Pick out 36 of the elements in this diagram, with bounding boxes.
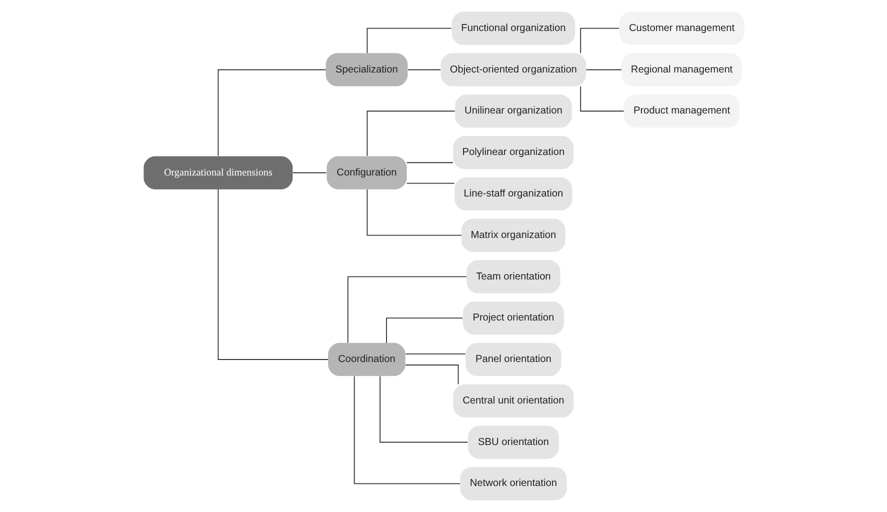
connector bbox=[292, 172, 326, 174]
connector bbox=[580, 28, 620, 54]
node-box: Network orientation bbox=[460, 467, 566, 500]
connector bbox=[379, 376, 468, 443]
node-box: Customer management bbox=[618, 12, 744, 45]
node-box: Line-staff organization bbox=[454, 177, 572, 210]
node-box: Organizational dimensions bbox=[143, 156, 292, 190]
node-box: SBU orientation bbox=[467, 426, 558, 459]
node-box: Polylinear organization bbox=[452, 136, 574, 170]
connector bbox=[353, 376, 460, 484]
node-box: Matrix organization bbox=[460, 218, 565, 252]
node-box: Panel orientation bbox=[465, 342, 561, 376]
connector bbox=[406, 162, 453, 164]
node-box: Project orientation bbox=[462, 302, 564, 335]
connector bbox=[217, 69, 326, 156]
connector bbox=[217, 188, 328, 360]
node-box: Functional organization bbox=[451, 12, 575, 45]
connector bbox=[406, 182, 454, 184]
node-box: Regional management bbox=[621, 53, 742, 86]
node-box: Team orientation bbox=[466, 260, 560, 294]
node-box: Central unit orientation bbox=[452, 384, 574, 418]
connector bbox=[366, 28, 452, 54]
connector bbox=[580, 86, 624, 112]
connector bbox=[346, 276, 466, 344]
connector bbox=[407, 69, 440, 70]
node-box: Specialization bbox=[325, 53, 408, 86]
connector bbox=[404, 364, 458, 385]
node-box: Coordination bbox=[328, 342, 405, 376]
node-box: Object-oriented organization bbox=[440, 53, 586, 86]
node-box: Configuration bbox=[326, 156, 406, 190]
connector bbox=[386, 318, 463, 344]
node-box: Unilinear organization bbox=[454, 94, 572, 128]
connector bbox=[366, 189, 462, 236]
node-box: Product management bbox=[623, 94, 740, 128]
connector bbox=[366, 110, 455, 156]
connector bbox=[585, 69, 622, 70]
